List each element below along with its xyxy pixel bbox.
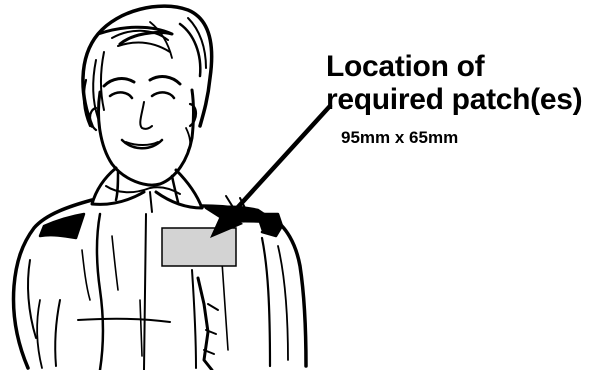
torso [77,212,229,370]
callout-line-1: Location of [326,50,485,83]
hair [81,4,214,128]
left-arm [11,198,94,370]
face [88,75,198,187]
patch-dimensions: 95mm x 65mm [341,128,459,147]
pointer-arrow [210,103,333,238]
callout-line-2: required patch(es) [326,83,583,116]
callout-label: Location of required patch(es) [326,50,603,116]
patch-location [161,227,237,267]
collar [90,166,204,213]
